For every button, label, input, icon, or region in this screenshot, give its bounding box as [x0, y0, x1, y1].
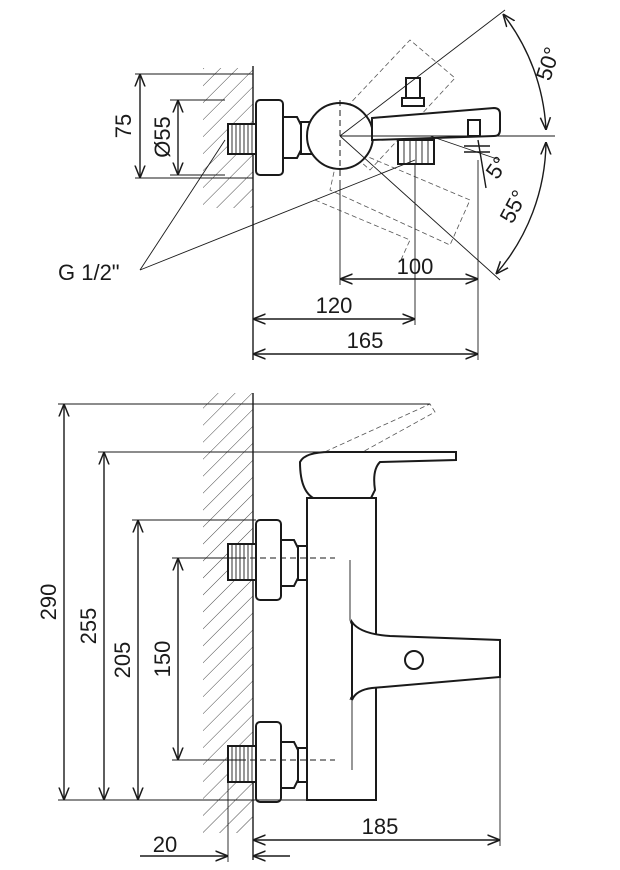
upper-connection — [227, 519, 308, 601]
dim-255-label: 255 — [76, 608, 101, 645]
top-view: 75 Ø55 50° 5° 55° G 1/2" 100 120 165 — [58, 9, 565, 360]
dim-165-label: 165 — [347, 328, 384, 353]
dim-150-label: 150 — [150, 641, 175, 678]
diverter-hole — [404, 650, 424, 670]
angle-ray-55 — [339, 135, 501, 281]
dim-120-label: 120 — [316, 293, 353, 318]
angle-ray-50 — [339, 9, 506, 137]
front-view: 290 255 205 150 20 185 — [36, 393, 501, 862]
angle-55-label: 55° — [495, 186, 533, 227]
dim-205-label: 205 — [110, 642, 135, 679]
arc-55 — [496, 142, 546, 274]
leader-thread-1 — [139, 139, 226, 271]
angle-50-label: 50° — [531, 44, 565, 83]
lever-handle — [298, 451, 457, 501]
aerator-top — [467, 119, 481, 137]
thread-label: G 1/2" — [58, 260, 120, 285]
arc-5 — [477, 139, 487, 189]
angle-ray-5 — [429, 135, 501, 161]
dim-55-label: Ø55 — [150, 116, 175, 158]
leader-thread-2 — [139, 159, 416, 271]
nut-top — [282, 116, 302, 159]
dim-20-label: 20 — [153, 832, 177, 857]
shower-outlet-top — [397, 139, 435, 165]
dim-185-label: 185 — [362, 814, 399, 839]
dim-75-label: 75 — [111, 114, 136, 138]
arc-50 — [503, 14, 546, 130]
dim-290-label: 290 — [36, 584, 61, 621]
thread-top — [227, 123, 257, 155]
lower-connection — [227, 721, 308, 803]
diverter-knob-top — [405, 77, 421, 101]
wall-flange-top — [255, 99, 284, 176]
spout-front — [351, 618, 501, 701]
angle-5-label: 5° — [481, 152, 514, 184]
